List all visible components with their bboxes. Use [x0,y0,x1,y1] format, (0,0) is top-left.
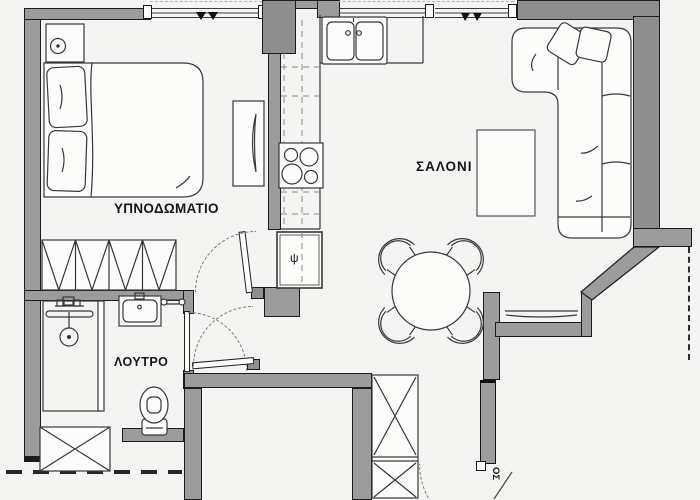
sofa [511,22,632,239]
toilet [139,386,169,436]
bedroom-label: ΥΠΝΟΔΩΜΑΤΙΟ [114,201,219,216]
window-pivot-icons [196,12,482,21]
wall-right-stub [633,228,692,247]
towel-rail [160,298,186,306]
balcony-door-window [435,8,509,18]
property-line-right [688,247,690,360]
wall-top-living [517,0,660,20]
dining-table [391,251,471,331]
entrance-threshold-line [493,471,513,500]
bedroom-window-jamb-left [143,5,152,19]
bathroom-label: ΛΟΥΤΡΟ [114,355,169,369]
diagonal-wall [580,246,661,301]
living-room-label: ΣΑΛΟΝΙ [416,159,473,174]
fridge-symbol-label: ψ [290,251,299,265]
bathroom-sink [118,292,162,327]
hall-closet [371,374,419,499]
fridge [276,231,323,289]
balcony-edge-dash-left [150,1,262,2]
wall-kitchen-west [268,53,281,230]
column-kitchen [262,0,296,54]
kitchen-sink [321,16,388,65]
stove [278,142,324,189]
balcony-line-bottom [6,470,182,474]
shower [42,296,105,412]
wall-left-end-cap [24,456,41,462]
balcony-edge-dash-right [338,1,514,2]
bed [43,23,265,198]
edge-text-label: ΟΣ [490,467,501,481]
bathroom-closet [39,426,111,472]
kitchen-window-jamb [425,4,434,18]
coffee-table [476,129,536,217]
bedroom-wardrobe [41,239,177,292]
entrance-door-leaf [480,380,496,464]
niche-shelf [505,310,578,318]
balcony-door-jamb [508,4,517,18]
wall-right [633,16,660,230]
